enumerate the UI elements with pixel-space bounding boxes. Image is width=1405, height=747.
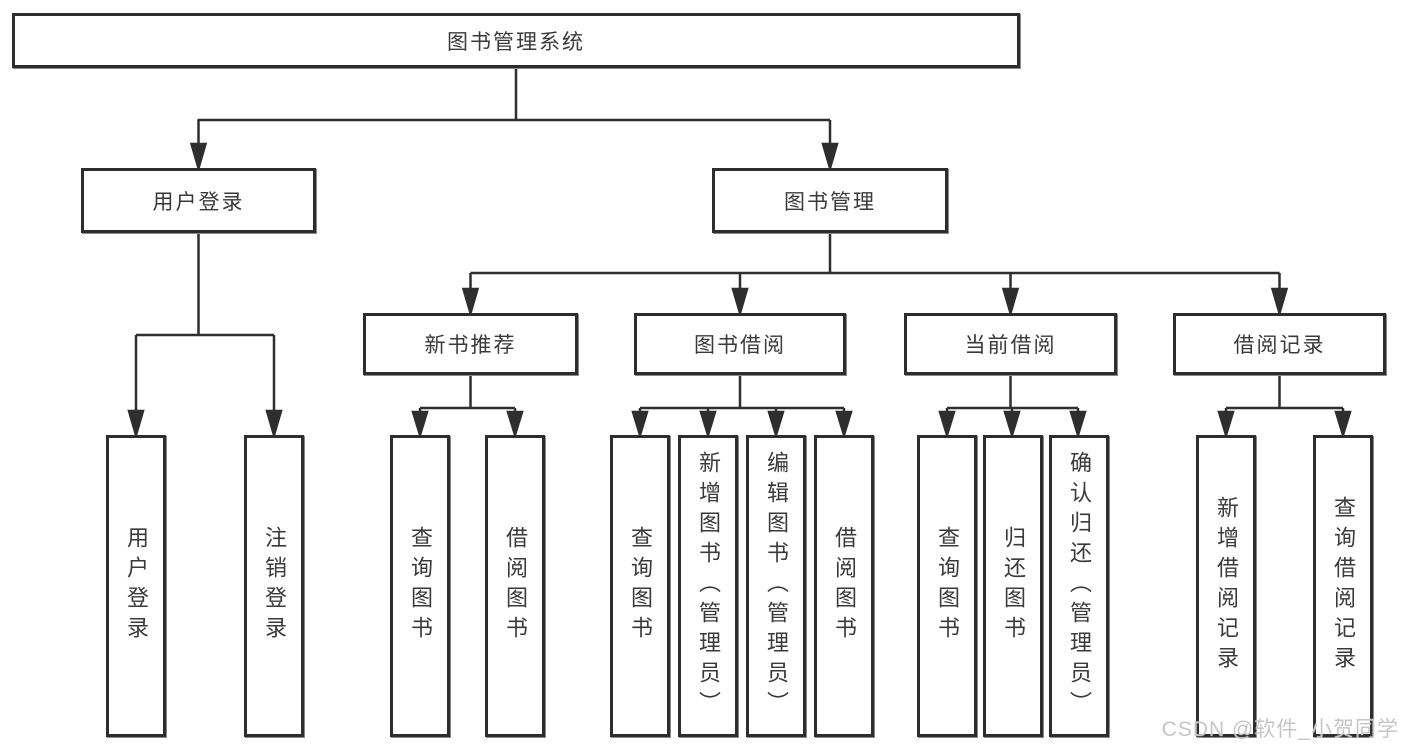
leaf-borrow-books: 借阅图书	[814, 435, 874, 737]
arrowhead	[1334, 410, 1352, 440]
leaf-return-books: 归还图书	[983, 435, 1043, 737]
arrowhead	[1003, 410, 1021, 440]
node-user-login: 用户登录	[81, 168, 316, 233]
node-label: 用户登录	[152, 190, 245, 214]
connector-borrow-records-to-leaves	[1217, 375, 1352, 440]
arrowhead	[835, 410, 853, 440]
arrowhead	[1217, 410, 1235, 440]
node-label: 查询图书	[935, 526, 960, 646]
leaf-query-books-borrow: 查询图书	[610, 435, 670, 737]
node-label: 新增借阅记录	[1214, 496, 1239, 676]
node-new-book-recommend: 新书推荐	[363, 313, 578, 375]
leaf-user-login: 用户登录	[106, 435, 166, 737]
node-label: 查询图书	[628, 526, 653, 646]
node-label: 图书管理系统	[447, 30, 585, 54]
arrowhead	[411, 410, 429, 440]
csdn-watermark: CSDN @软件_小贺同学	[1161, 718, 1399, 741]
connector-new-book-recommend-to-leaves	[411, 375, 524, 440]
node-label: 新增图书（管理员）	[696, 451, 721, 721]
connector-user-login-to-leaves	[127, 233, 283, 440]
node-borrow-records: 借阅记录	[1173, 313, 1386, 375]
node-label: 查询图书	[408, 526, 433, 646]
node-label: 图书借阅	[694, 334, 786, 357]
leaf-add-borrow-record: 新增借阅记录	[1196, 435, 1256, 737]
node-label: 新书推荐	[424, 334, 517, 357]
arrowhead	[938, 410, 956, 440]
node-label: 用户登录	[124, 526, 149, 646]
node-label: 图书管理	[784, 190, 876, 214]
connector-book-management-to-level3	[461, 233, 1289, 318]
arrowhead	[506, 410, 524, 440]
node-label: 注销登录	[262, 526, 287, 646]
node-label: 当前借阅	[964, 334, 1057, 357]
arrowhead	[631, 410, 649, 440]
leaf-query-books-current: 查询图书	[917, 435, 977, 737]
arrowhead	[699, 410, 717, 440]
node-label: 查询借阅记录	[1331, 496, 1356, 676]
arrowhead	[189, 142, 208, 173]
arrowhead	[1069, 410, 1087, 440]
arrowhead	[127, 409, 145, 440]
leaf-add-book-admin: 新增图书（管理员）	[678, 435, 738, 737]
connector-root-to-level2	[189, 68, 839, 173]
node-label: 确认归还（管理员）	[1067, 451, 1092, 721]
leaf-query-borrow-record: 查询借阅记录	[1313, 435, 1373, 737]
node-current-borrow: 当前借阅	[904, 313, 1117, 375]
node-book-management: 图书管理	[712, 168, 948, 233]
node-label: 借阅记录	[1233, 334, 1326, 357]
arrowhead	[821, 142, 839, 173]
node-label: 借阅图书	[503, 526, 528, 646]
arrowhead	[1270, 287, 1289, 318]
arrowhead	[461, 287, 480, 318]
node-library-system: 图书管理系统	[12, 13, 1020, 68]
leaf-query-books-recommend: 查询图书	[390, 435, 450, 737]
leaf-edit-book-admin: 编辑图书（管理员）	[746, 435, 806, 737]
connector-book-borrow-to-leaves	[631, 375, 853, 440]
node-label: 编辑图书（管理员）	[764, 451, 789, 721]
leaf-logout: 注销登录	[244, 435, 304, 737]
leaf-borrow-books-recommend: 借阅图书	[485, 435, 545, 737]
node-label: 借阅图书	[832, 526, 857, 646]
leaf-confirm-return-admin: 确认归还（管理员）	[1049, 435, 1109, 737]
arrowhead	[265, 409, 283, 440]
arrowhead	[767, 410, 785, 440]
arrowhead	[731, 287, 749, 318]
node-label: 归还图书	[1001, 526, 1026, 646]
arrowhead	[1001, 287, 1020, 318]
connector-current-borrow-to-leaves	[938, 375, 1087, 440]
node-book-borrow: 图书借阅	[634, 313, 846, 375]
